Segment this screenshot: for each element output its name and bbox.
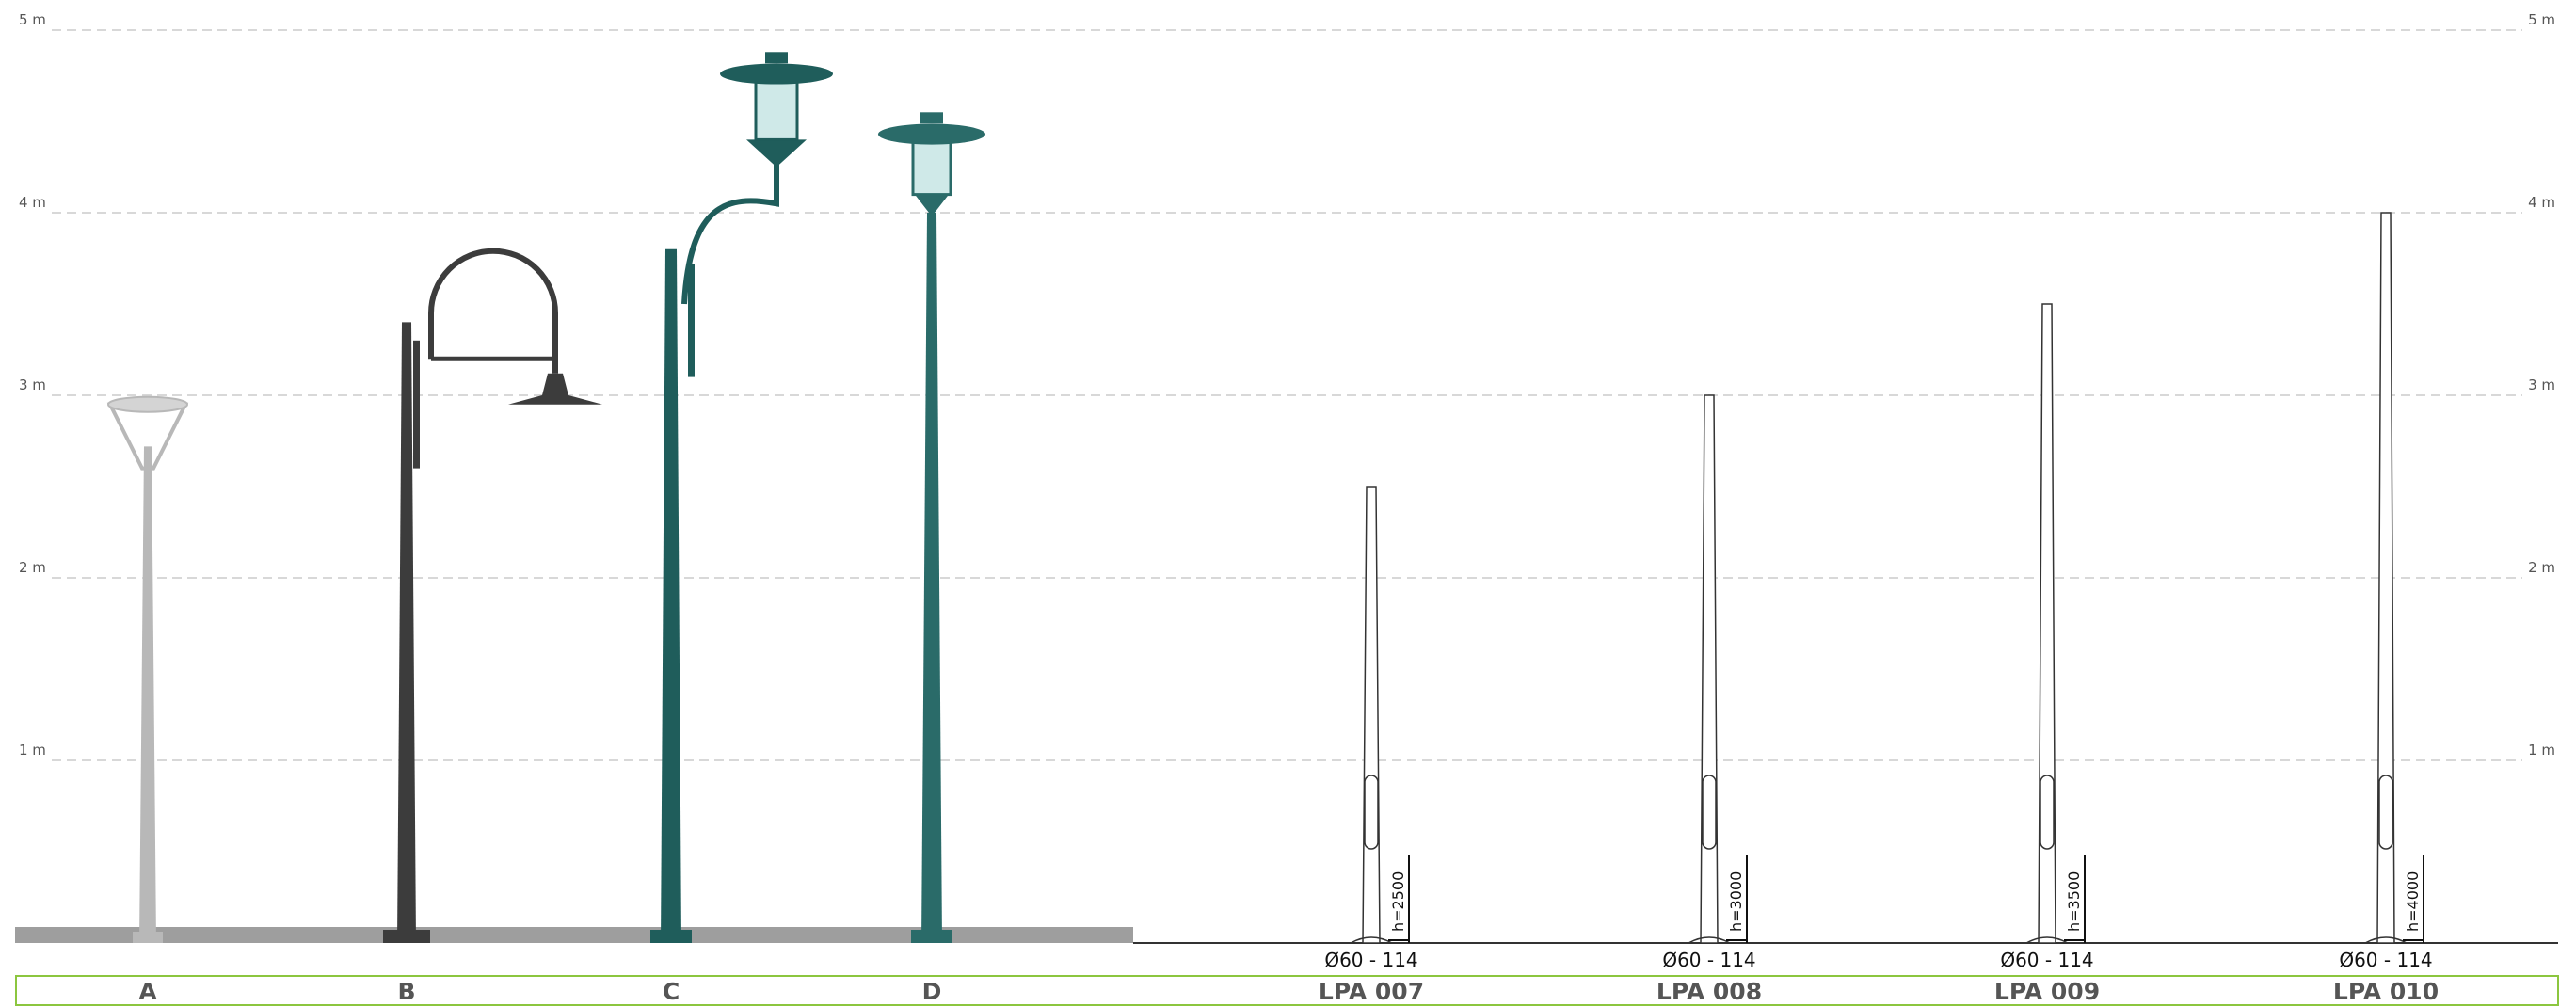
lamp-bracket — [688, 264, 695, 377]
pole-height-label: h=4000 — [2404, 871, 2422, 932]
lamp-label: A — [138, 978, 157, 1005]
lamp-shade — [508, 373, 602, 405]
lamp-models: A B C D — [106, 52, 985, 1005]
lamp-bracket — [413, 340, 420, 469]
lamp-finial — [920, 112, 943, 124]
lamp-pole — [397, 322, 416, 943]
pole-foot — [2364, 936, 2408, 944]
pole-label: LPA 009 — [1994, 978, 2100, 1005]
ground-strip — [15, 927, 1133, 943]
lamp-arch — [428, 248, 558, 374]
pole-outline — [1362, 486, 1381, 944]
pole-height-label: h=3000 — [1727, 871, 1745, 932]
height-scale: 1 m 1 m 2 m 2 m 3 m 3 m 4 m 4 m 5 m 5 m — [19, 11, 2555, 761]
lamp-collar — [746, 139, 807, 168]
scale-label-left: 4 m — [19, 194, 46, 211]
pole-door — [1364, 775, 1379, 850]
lamp-glass — [754, 74, 799, 141]
pole-diameter-label: Ø60 - 114 — [2000, 949, 2093, 971]
pole-foot — [1350, 936, 1393, 944]
lamp-glass — [911, 135, 952, 197]
scale-label-right: 4 m — [2528, 194, 2555, 211]
lamp-base — [133, 932, 163, 943]
pole-outline — [2038, 303, 2056, 944]
scale-label-left: 5 m — [19, 11, 46, 28]
pole-door — [2378, 775, 2393, 850]
pole-height-label: h=3500 — [2065, 871, 2083, 932]
pole-label: LPA 010 — [2333, 978, 2439, 1005]
lamp-cap — [107, 395, 188, 413]
pole-foot — [1688, 936, 1731, 944]
pole-diameter-label: Ø60 - 114 — [1662, 949, 1755, 971]
pole-outline — [1700, 394, 1719, 944]
pole-outline — [2376, 212, 2395, 944]
lamp-pole — [661, 248, 681, 943]
lamp-c: C — [650, 52, 833, 1005]
lamp-base — [650, 930, 692, 943]
lamp-collar — [915, 194, 949, 216]
lamp-a: A — [106, 395, 189, 1005]
lamp-arm — [681, 139, 779, 305]
pole-diameter-label: Ø60 - 114 — [1324, 949, 1417, 971]
lamp-base — [383, 930, 430, 943]
lamp-base — [911, 930, 952, 943]
lamp-d: D — [878, 112, 985, 1005]
scale-label-right: 3 m — [2528, 376, 2555, 393]
lamp-pole — [921, 213, 942, 943]
lamp-b: B — [383, 248, 602, 1005]
lamp-finial — [765, 52, 788, 64]
scale-label-left: 3 m — [19, 376, 46, 393]
scale-label-right: 5 m — [2528, 11, 2555, 28]
scale-label-left: 2 m — [19, 559, 46, 576]
label-frame — [15, 975, 2559, 1006]
lamp-pole — [139, 446, 156, 943]
pole-height-label: h=2500 — [1389, 871, 1407, 932]
pole-label: LPA 007 — [1319, 978, 1424, 1005]
scale-label-left: 1 m — [19, 742, 46, 759]
scale-label-right: 2 m — [2528, 559, 2555, 576]
lamp-label: B — [397, 978, 415, 1005]
lamp-hat — [878, 123, 985, 145]
lamp-label: D — [922, 978, 942, 1005]
pole-door — [2040, 775, 2055, 850]
pole-door — [1702, 775, 1717, 850]
lamp-hat — [720, 63, 833, 85]
pole-diameter-label: Ø60 - 114 — [2339, 949, 2432, 971]
pole-label: LPA 008 — [1656, 978, 1762, 1005]
scale-label-right: 1 m — [2528, 742, 2555, 759]
pole-foot — [2025, 936, 2069, 944]
lamp-label: C — [663, 978, 680, 1005]
